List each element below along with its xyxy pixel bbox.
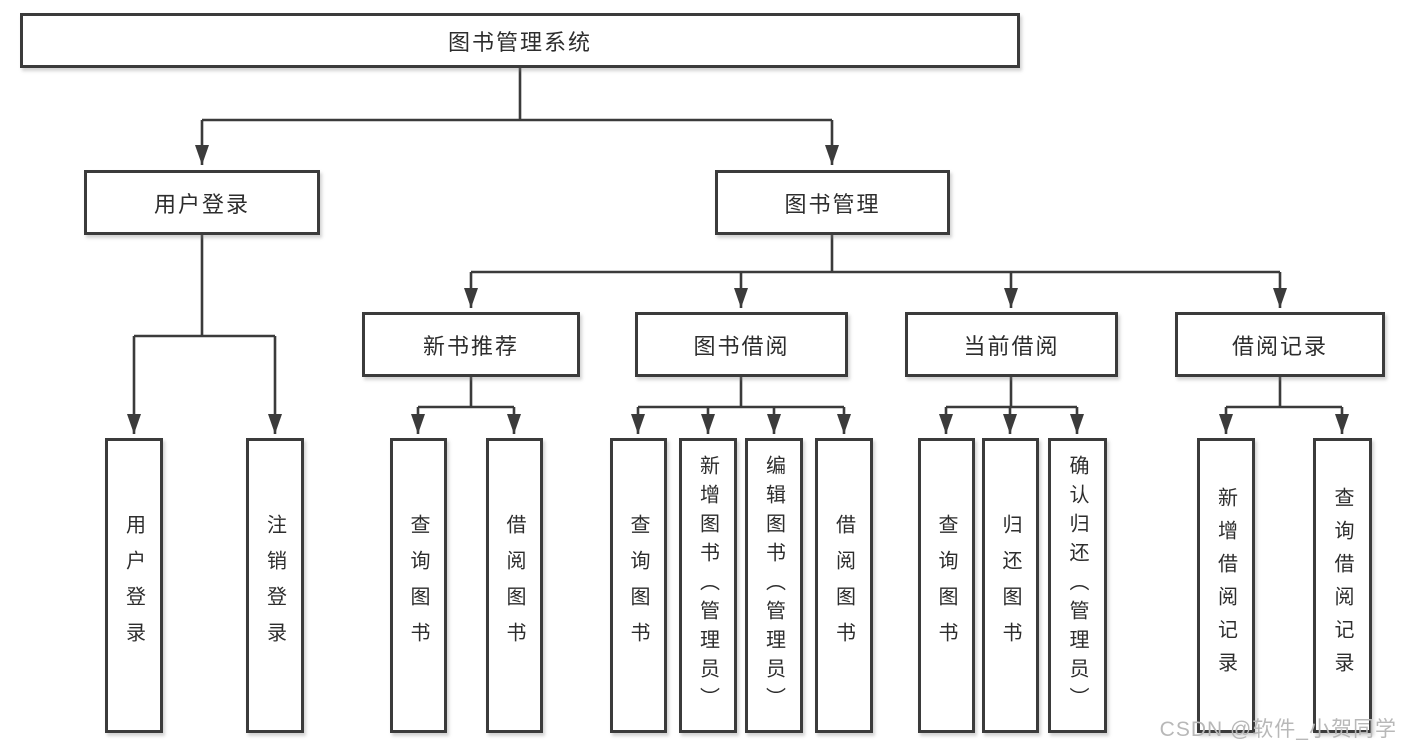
leaf-label: 编辑图书（管理员） [762, 455, 785, 716]
connector-user-login-children [127, 235, 282, 434]
leaf-label: 新增图书（管理员） [696, 455, 719, 716]
leaf-add-borrow-record: 新增借阅记录 [1197, 438, 1255, 733]
leaf-label: 注销登录 [263, 513, 286, 658]
node-library-management-system: 图书管理系统 [20, 13, 1020, 68]
connector-book-management-children [464, 235, 1287, 308]
node-label: 新书推荐 [422, 333, 519, 359]
leaf-label: 查询图书 [407, 513, 429, 658]
leaf-label: 查询图书 [935, 513, 957, 658]
leaf-edit-books-admin: 编辑图书（管理员） [745, 438, 803, 733]
leaf-label: 确认归还（管理员） [1066, 455, 1088, 716]
leaf-borrow-books-recommend: 借阅图书 [486, 438, 543, 733]
leaf-label: 查询图书 [627, 513, 649, 658]
leaf-label: 借阅图书 [832, 513, 855, 658]
node-label: 当前借阅 [963, 333, 1060, 359]
leaf-user-login: 用户登录 [105, 438, 163, 733]
leaf-label: 借阅图书 [503, 513, 525, 658]
node-label: 借阅记录 [1231, 333, 1328, 359]
node-borrowing-records: 借阅记录 [1175, 312, 1385, 377]
leaf-return-books: 归还图书 [982, 438, 1039, 733]
connector-new-book-children [411, 377, 521, 434]
leaf-borrow-books: 借阅图书 [815, 438, 873, 733]
leaf-query-borrow-record: 查询借阅记录 [1313, 438, 1372, 733]
node-label: 图书管理系统 [447, 29, 592, 55]
leaf-label: 用户登录 [122, 513, 145, 658]
leaf-logout: 注销登录 [246, 438, 304, 733]
node-user-login: 用户登录 [84, 170, 320, 235]
node-book-management: 图书管理 [715, 170, 950, 235]
node-label: 用户登录 [153, 191, 250, 217]
csdn-watermark: CSDN @软件_小贺同学 [1159, 718, 1397, 741]
connector-borrow-records-children [1219, 377, 1349, 434]
connector-root-to-level2 [195, 68, 839, 165]
leaf-query-books-recommend: 查询图书 [390, 438, 447, 733]
leaf-query-books-borrow: 查询图书 [610, 438, 667, 733]
leaf-label: 新增借阅记录 [1214, 486, 1237, 685]
node-book-borrowing: 图书借阅 [635, 312, 848, 377]
node-label: 图书管理 [784, 191, 881, 217]
connector-current-borrow-children [939, 377, 1084, 434]
leaf-query-books-current: 查询图书 [918, 438, 975, 733]
leaf-add-books-admin: 新增图书（管理员） [679, 438, 737, 733]
leaf-label: 归还图书 [999, 513, 1021, 658]
node-new-book-recommendation: 新书推荐 [362, 312, 580, 377]
connector-book-borrow-children [631, 377, 851, 434]
leaf-label: 查询借阅记录 [1331, 486, 1353, 685]
leaf-confirm-return-admin: 确认归还（管理员） [1048, 438, 1107, 733]
node-current-borrowing: 当前借阅 [905, 312, 1118, 377]
node-label: 图书借阅 [693, 333, 790, 359]
